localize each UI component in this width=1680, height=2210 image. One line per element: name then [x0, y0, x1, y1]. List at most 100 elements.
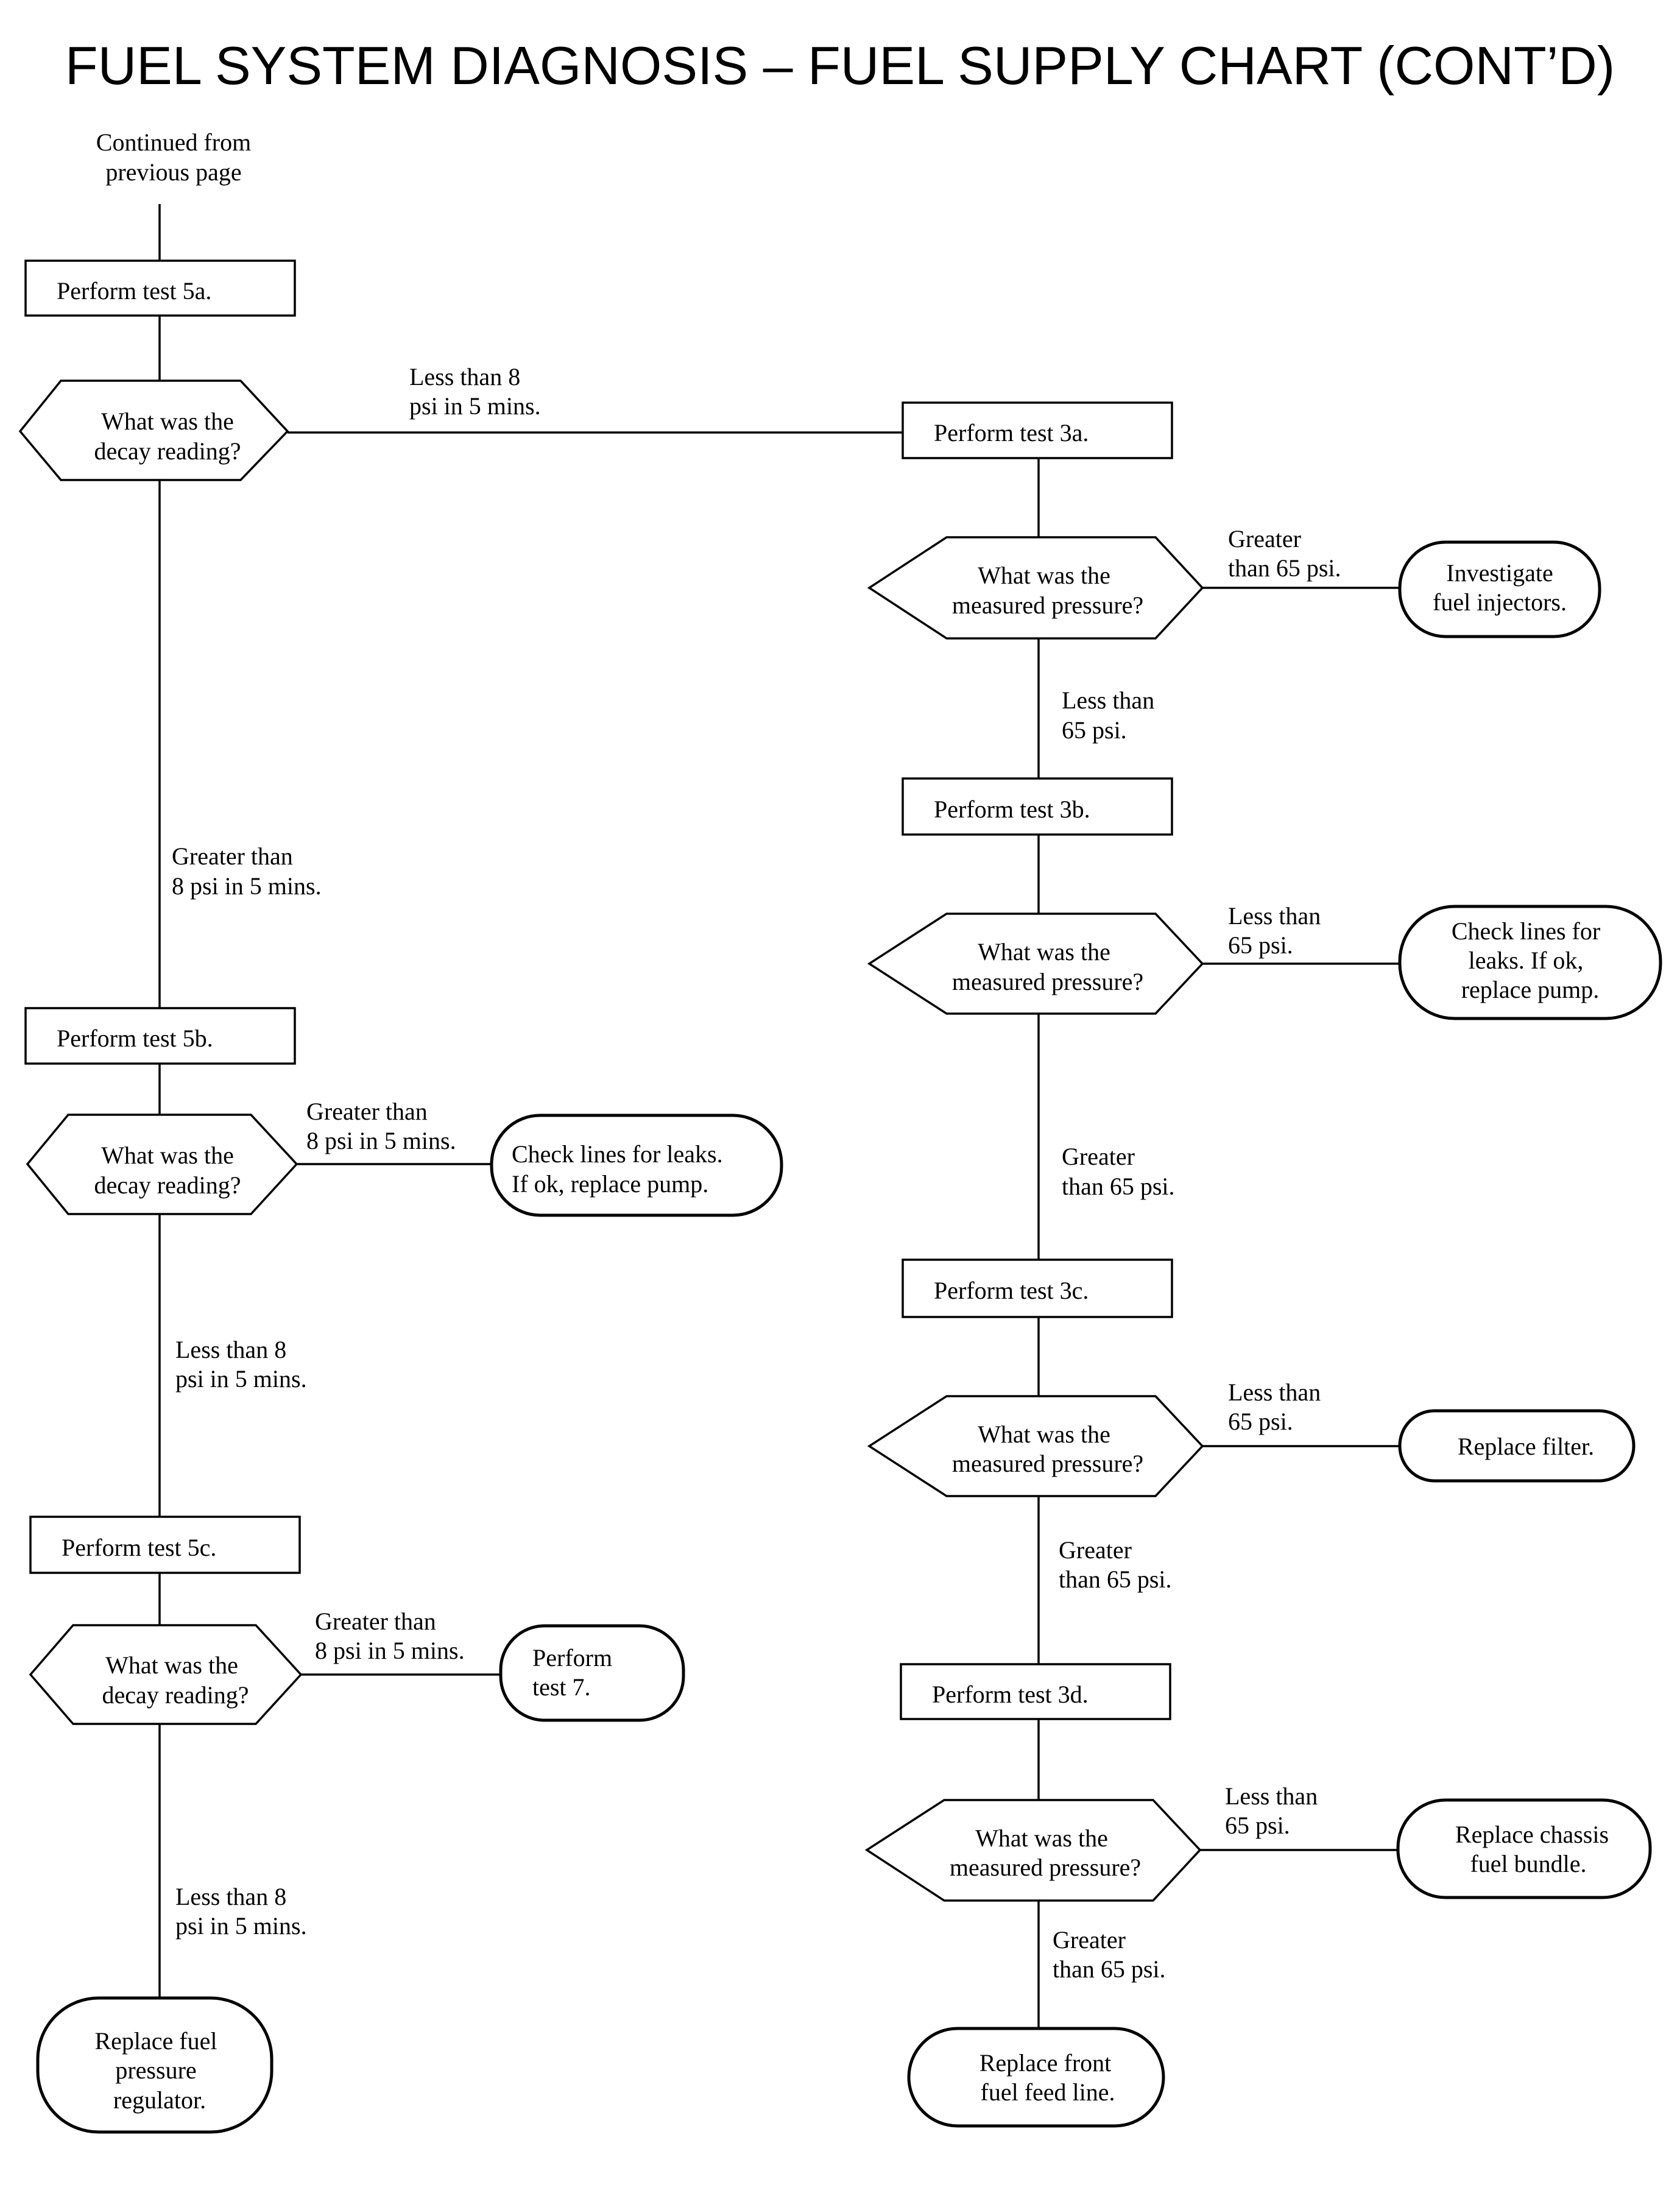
- terminal-q7: Replace chassis fuel bundle.: [1396, 1798, 1652, 1899]
- decision-q2-line: What was the: [101, 1142, 234, 1169]
- branch-label-q4-right: Greater than 65 psi.: [1228, 525, 1341, 582]
- branch-label-line: Greater: [1228, 525, 1301, 552]
- process-box-5c-label: Perform test 5c.: [62, 1534, 216, 1561]
- decision-q6: What was the measured pressure?: [867, 1395, 1204, 1497]
- process-box-3b-label: Perform test 3b.: [934, 796, 1090, 823]
- terminal-q6: Replace filter.: [1398, 1409, 1636, 1483]
- decision-q3: What was the decay reading?: [29, 1624, 303, 1725]
- terminal-q4-line: fuel injectors.: [1433, 588, 1567, 616]
- branch-label-line: Greater: [1059, 1536, 1132, 1564]
- decision-q6-line: What was the: [978, 1421, 1110, 1448]
- branch-label-q4-down: Less than 65 psi.: [1062, 687, 1154, 744]
- terminal-q5-line: replace pump.: [1461, 976, 1600, 1003]
- terminal-left-final-line: Replace fuel: [95, 2027, 217, 2055]
- branch-label-line: than 65 psi.: [1228, 554, 1341, 582]
- branch-label-line: 65 psi.: [1228, 931, 1293, 959]
- branch-label-line: Less than: [1228, 1379, 1321, 1406]
- terminal-q3: Perform test 7.: [499, 1624, 685, 1722]
- branch-label-line: 65 psi.: [1228, 1408, 1293, 1435]
- decision-q3-line: decay reading?: [102, 1681, 249, 1709]
- decision-q2: What was the decay reading?: [26, 1114, 298, 1215]
- branch-label-line: than 65 psi.: [1062, 1173, 1175, 1200]
- process-box-3d-label: Perform test 3d.: [932, 1681, 1089, 1708]
- decision-q7-line: What was the: [975, 1824, 1108, 1852]
- branch-label-line: 8 psi in 5 mins.: [172, 872, 322, 900]
- terminal-q7-line: fuel bundle.: [1470, 1850, 1586, 1877]
- start-label: Continued from previous page: [96, 129, 251, 186]
- decision-q5-line: What was the: [978, 938, 1110, 966]
- decision-q5-line: measured pressure?: [952, 968, 1143, 995]
- branch-label-q7-right: Less than 65 psi.: [1225, 1782, 1318, 1839]
- terminal-right-final-line: fuel feed line.: [981, 2078, 1115, 2106]
- process-box-3b: Perform test 3b.: [902, 777, 1173, 836]
- terminal-q4-line: Investigate: [1446, 559, 1553, 587]
- start-label-line: previous page: [105, 158, 241, 186]
- branch-label-line: 8 psi in 5 mins.: [315, 1637, 465, 1664]
- terminal-q5-line: leaks. If ok,: [1469, 947, 1584, 974]
- branch-label-line: than 65 psi.: [1059, 1566, 1172, 1593]
- terminal-q5: Check lines for leaks. If ok, replace pu…: [1398, 905, 1662, 1020]
- branch-label-line: psi in 5 mins.: [175, 1912, 307, 1940]
- branch-label-line: Less than 8: [409, 363, 520, 390]
- decision-q3-line: What was the: [105, 1651, 238, 1679]
- branch-label-q5-down: Greater than 65 psi.: [1062, 1143, 1175, 1200]
- decision-q1: What was the decay reading?: [18, 380, 289, 481]
- branch-label-q7-down: Greater than 65 psi.: [1053, 1926, 1166, 1983]
- terminal-left-final: Replace fuel pressure regulator.: [36, 1996, 274, 2134]
- branch-label-line: Greater: [1062, 1143, 1135, 1170]
- branch-label-line: Less than 8: [175, 1883, 286, 1910]
- process-box-5a: Perform test 5a.: [24, 259, 296, 317]
- process-box-5a-label: Perform test 5a.: [57, 277, 211, 305]
- branch-label-line: 8 psi in 5 mins.: [306, 1127, 456, 1154]
- terminal-q6-line: Replace filter.: [1458, 1433, 1594, 1460]
- process-box-5c: Perform test 5c.: [29, 1516, 301, 1574]
- connector-lines: [158, 204, 1400, 2028]
- terminal-q2-line: Check lines for leaks.: [512, 1140, 723, 1168]
- process-box-3c: Perform test 3c.: [902, 1259, 1173, 1318]
- decision-q4-line: measured pressure?: [952, 591, 1143, 619]
- process-box-5b-label: Perform test 5b.: [57, 1025, 213, 1052]
- branch-label-line: psi in 5 mins.: [409, 392, 541, 420]
- branch-label-q3-down: Less than 8 psi in 5 mins.: [175, 1883, 307, 1940]
- terminal-q2-line: If ok, replace pump.: [512, 1170, 708, 1198]
- decision-q4-line: What was the: [978, 562, 1110, 589]
- decision-q1-line: decay reading?: [94, 437, 241, 465]
- decision-q7-line: measured pressure?: [950, 1854, 1141, 1881]
- branch-label-q5-right: Less than 65 psi.: [1228, 902, 1321, 959]
- branch-label-line: Less than: [1062, 687, 1154, 714]
- branch-label-q6-down: Greater than 65 psi.: [1059, 1536, 1172, 1593]
- branch-label-line: psi in 5 mins.: [175, 1365, 307, 1393]
- branch-label-line: Greater than: [172, 842, 293, 870]
- decision-q5: What was the measured pressure?: [867, 913, 1204, 1015]
- branch-label-q6-right: Less than 65 psi.: [1228, 1379, 1321, 1435]
- process-box-3a-label: Perform test 3a.: [934, 419, 1089, 447]
- branch-label-line: Greater: [1053, 1926, 1126, 1954]
- terminal-q7-line: Replace chassis: [1455, 1821, 1609, 1848]
- branch-label-q2-down: Less than 8 psi in 5 mins.: [175, 1336, 307, 1393]
- terminal-q4: Investigate fuel injectors.: [1398, 540, 1601, 638]
- terminal-left-final-line: regulator.: [113, 2086, 206, 2114]
- branch-label-line: 65 psi.: [1062, 716, 1127, 744]
- terminal-q2: Check lines for leaks. If ok, replace pu…: [490, 1114, 783, 1217]
- process-box-3a: Perform test 3a.: [902, 401, 1173, 459]
- decision-q1-line: What was the: [101, 408, 234, 435]
- terminal-q3-line: test 7.: [532, 1673, 591, 1701]
- terminal-right-final: Replace front fuel feed line.: [907, 2027, 1165, 2128]
- terminal-right-final-line: Replace front: [979, 2049, 1112, 2077]
- terminal-left-final-line: pressure: [115, 2056, 196, 2084]
- branch-label-q1-down: Greater than 8 psi in 5 mins.: [172, 842, 322, 900]
- branch-label-line: Less than: [1228, 902, 1321, 930]
- branch-label-line: 65 psi.: [1225, 1812, 1290, 1839]
- decision-q2-line: decay reading?: [94, 1171, 241, 1199]
- chart-title: FUEL SYSTEM DIAGNOSIS – FUEL SUPPLY CHAR…: [65, 35, 1615, 96]
- branch-label-line: Less than 8: [175, 1336, 286, 1363]
- branch-label-q3-right: Greater than 8 psi in 5 mins.: [315, 1608, 465, 1664]
- branch-label-line: Less than: [1225, 1782, 1318, 1810]
- branch-label-line: than 65 psi.: [1053, 1955, 1166, 1983]
- branch-label-q2-right: Greater than 8 psi in 5 mins.: [306, 1098, 456, 1154]
- decision-q6-line: measured pressure?: [952, 1450, 1143, 1477]
- branch-label-line: Greater than: [315, 1608, 436, 1635]
- process-box-5b: Perform test 5b.: [24, 1007, 296, 1065]
- decision-q7: What was the measured pressure?: [864, 1799, 1202, 1902]
